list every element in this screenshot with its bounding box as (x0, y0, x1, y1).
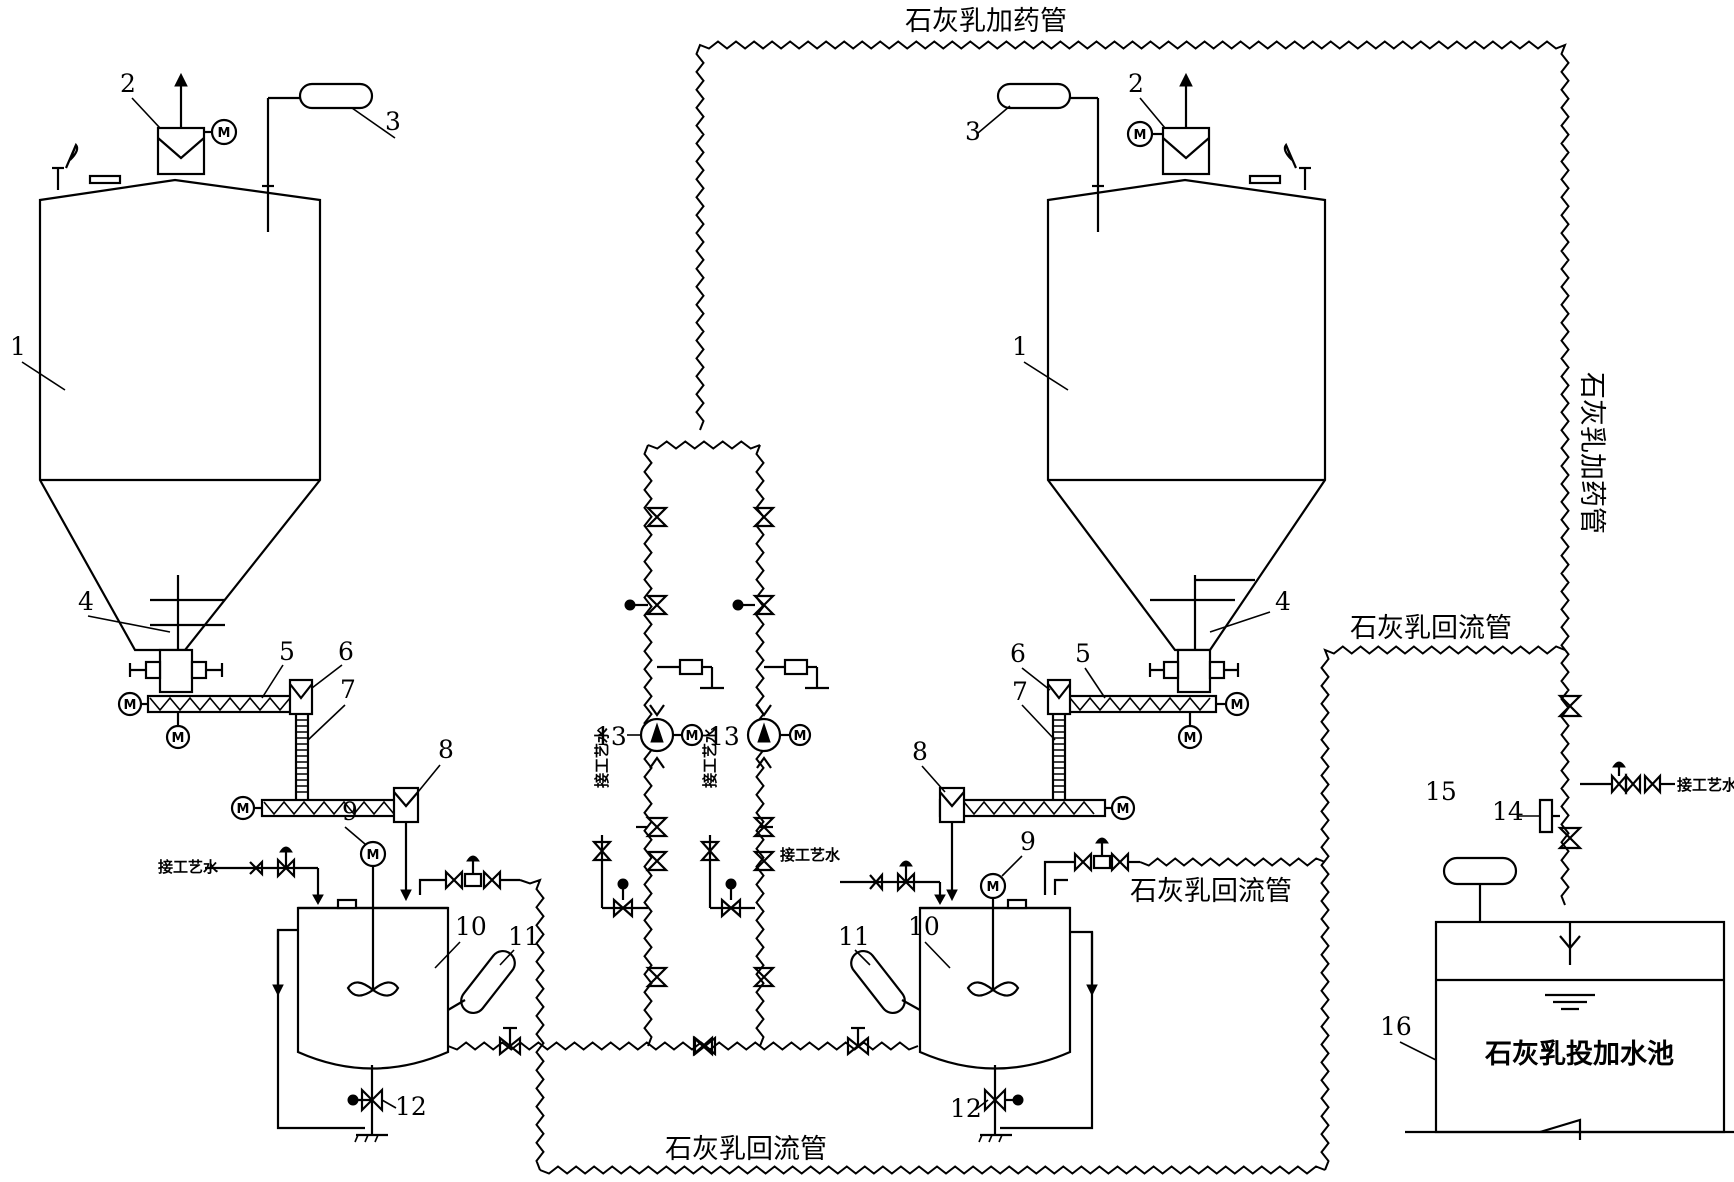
motor-label: M (1231, 698, 1244, 713)
callout-9: 9 (1020, 827, 1036, 856)
process-water-label: 接工艺水 (1677, 776, 1734, 794)
component-callouts: 1 2 3 4 5 6 7 8 9 10 11 12 13 13 1 2 3 4… (10, 69, 1540, 1123)
callout-14: 14 (1492, 797, 1524, 826)
callout-1: 1 (1012, 332, 1028, 361)
callout-12: 12 (395, 1092, 427, 1121)
callout-5: 5 (1075, 639, 1091, 668)
callout-2: 2 (1128, 69, 1144, 98)
motor-label: M (172, 731, 185, 746)
pool-16: 石灰乳投加水池 (1405, 856, 1734, 1140)
callout-7: 7 (1012, 677, 1028, 706)
callout-10: 10 (455, 912, 487, 941)
process-water-label: 接工艺水 (158, 858, 219, 876)
callout-7: 7 (340, 675, 356, 704)
callout-10: 10 (908, 912, 940, 941)
callout-6: 6 (338, 637, 354, 666)
transfer-pipe-bottom (447, 1041, 919, 1051)
return-pipe-label-center: 石灰乳回流管 (1130, 876, 1292, 907)
callout-8: 8 (912, 737, 928, 766)
motor-label: M (237, 802, 250, 817)
left-screw-conveyor-5: M M (117, 678, 314, 800)
callout-4: 4 (1275, 587, 1291, 616)
dosing-pipe-top (695, 40, 1570, 906)
motor-label: M (1184, 731, 1197, 746)
return-pipe-bottom (539, 1165, 1326, 1175)
callout-4: 4 (78, 587, 94, 616)
dosing-pipe-label-vertical: 石灰乳加药管 (1576, 372, 1607, 534)
right-screw-conveyor-5: M M (1046, 678, 1250, 800)
return-pipe-right (1320, 645, 1566, 1171)
motor-label: M (686, 729, 699, 744)
return-pipe-label-bottom: 石灰乳回流管 (665, 1134, 827, 1165)
motor-label: M (218, 126, 231, 141)
callout-8: 8 (438, 735, 454, 764)
callout-3: 3 (965, 117, 981, 146)
callout-13: 13 (595, 722, 627, 751)
motor-label: M (1134, 128, 1147, 143)
callout-15: 15 (1425, 777, 1457, 806)
right-outlet-valve (846, 1026, 870, 1057)
right-silo: M (996, 72, 1327, 694)
left-silo: M (38, 72, 374, 694)
callout-2: 2 (120, 69, 136, 98)
dosing-pipe-network (447, 40, 1570, 1051)
callout-5: 5 (279, 637, 295, 666)
right-screw-conveyor-8: M (938, 786, 1136, 902)
callout-1: 1 (10, 332, 26, 361)
center-pump-manifold: M M 接工艺水 接工艺水 (591, 506, 829, 1057)
motor-label: M (987, 880, 1000, 895)
return-pipe-label-right: 石灰乳回流管 (1350, 613, 1512, 644)
motor-label: M (794, 729, 807, 744)
motor-label: M (1117, 802, 1130, 817)
callout-3: 3 (385, 107, 401, 136)
callout-11: 11 (508, 922, 540, 951)
pump-manifold-top (647, 440, 761, 450)
left-outlet-valves (498, 1026, 717, 1057)
callout-13: 13 (708, 722, 740, 751)
left-mix-tank-10: M (205, 840, 520, 1143)
right-mix-tank-10: M (840, 837, 1140, 1143)
process-water-label: 接工艺水 (593, 727, 611, 788)
callout-9: 9 (342, 797, 358, 826)
callout-6: 6 (1010, 639, 1026, 668)
left-screw-conveyor-8: M (230, 786, 420, 902)
pool-label: 石灰乳投加水池 (1484, 1039, 1674, 1070)
return-pipe-network (519, 645, 1566, 1175)
dosing-pipe-label: 石灰乳加药管 (905, 6, 1067, 37)
pipe-labels: 石灰乳加药管 石灰乳回流管 石灰乳回流管 石灰乳回流管 石灰乳加药管 接工艺水 … (158, 6, 1607, 1165)
callout-16: 16 (1380, 1012, 1412, 1041)
return-pipe-right-short (1139, 857, 1326, 867)
return-pipe-left (519, 878, 545, 1171)
process-water-label: 接工艺水 (701, 727, 719, 788)
process-water-label: 接工艺水 (780, 846, 841, 864)
callout-11: 11 (838, 922, 870, 951)
motor-label: M (367, 848, 380, 863)
pool-inlet-valves: 接工艺水 (1538, 694, 1734, 850)
motor-label: M (124, 698, 137, 713)
